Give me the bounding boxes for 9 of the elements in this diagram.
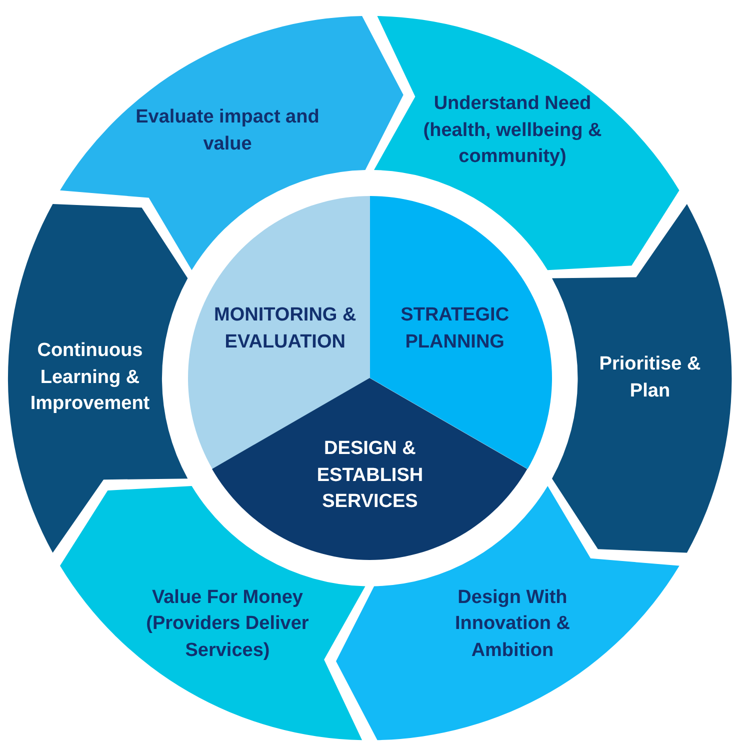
stage-label: Continuous Learning & Improvement	[29, 339, 151, 416]
stage-label: Understand Need (health, wellbeing & community)	[422, 92, 603, 170]
phase-label: MONITORING & EVALUATION	[213, 303, 358, 354]
stage-label: Prioritise & Plan	[598, 352, 702, 403]
stage-label: Design With Innovation & Ambition	[454, 586, 572, 664]
phase-label: DESIGN & ESTABLISH SERVICES	[316, 437, 424, 514]
phase-label: STRATEGIC PLANNING	[400, 303, 510, 354]
stage-label: Value For Money (Providers Deliver Services)	[145, 586, 310, 664]
stage-label: Evaluate impact and value	[134, 106, 320, 156]
